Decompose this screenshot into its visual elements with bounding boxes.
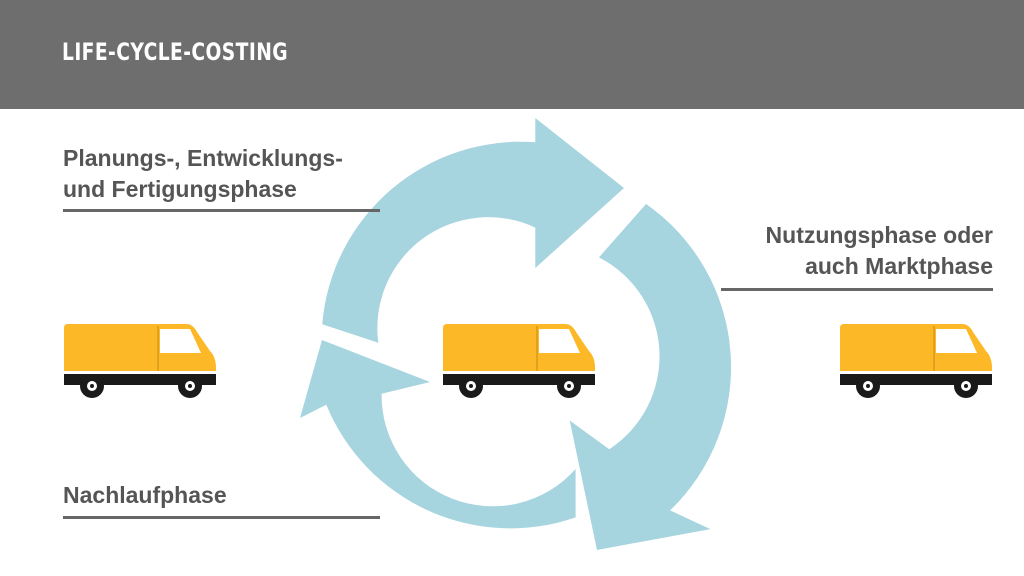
divider-after <box>63 516 380 519</box>
phase-label-line: auch Marktphase <box>805 253 993 279</box>
phase-label-line: Planungs-, Entwicklungs- <box>63 145 343 171</box>
phase-label-line: Nutzungsphase oder <box>765 222 993 248</box>
header-bar: LIFE-CYCLE-COSTING <box>0 0 1024 109</box>
divider-usage <box>721 288 993 291</box>
cycle-arrows-icon <box>300 118 732 550</box>
phase-label-line: Nachlaufphase <box>63 482 227 508</box>
phase-label-usage: Nutzungsphase oder auch Marktphase <box>766 220 993 282</box>
delivery-van-icon <box>442 323 596 399</box>
divider-planning <box>63 209 380 212</box>
phase-label-after: Nachlaufphase <box>63 480 227 511</box>
page-title: LIFE-CYCLE-COSTING <box>62 38 289 66</box>
delivery-van-icon <box>839 323 993 399</box>
delivery-van-icon <box>63 323 217 399</box>
phase-label-planning: Planungs-, Entwicklungs- und Fertigungsp… <box>63 143 343 205</box>
phase-label-line: und Fertigungsphase <box>63 176 297 202</box>
